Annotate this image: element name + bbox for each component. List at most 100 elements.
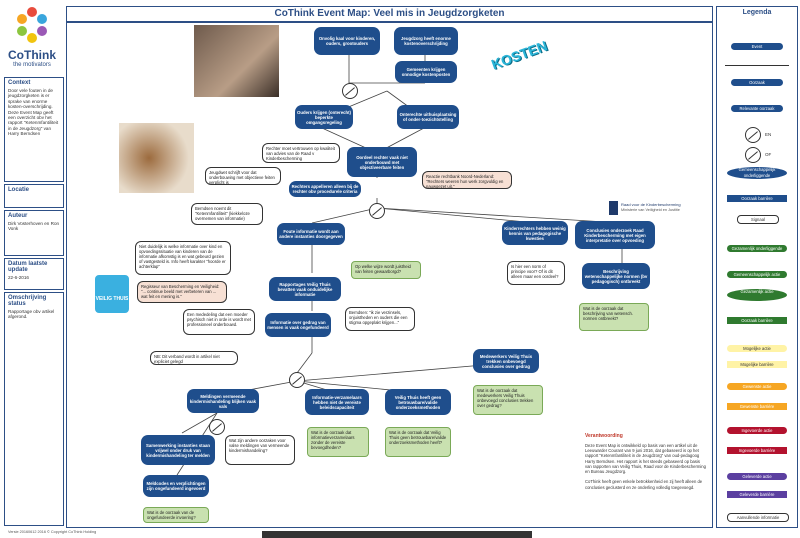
- raad-logo-text: Raad voor de Kinderbescherming: [621, 202, 681, 207]
- logo-tagline: the motivators: [13, 62, 51, 68]
- gavel-photo: [119, 123, 194, 193]
- page-title: CoThink Event Map: Veel mis in Jeugdzorg…: [66, 6, 713, 22]
- note-rechter-vertrouwen: Rechter moet vertrouwen op kwaliteit van…: [262, 143, 340, 163]
- legend-actie-barriere: Oorzaak barrière: [727, 317, 787, 324]
- legend-groene-oplossing: Gezamenlijk onderliggende: [727, 245, 787, 252]
- note-regisseur: Regisseur van Bescherming en Veiligheid:…: [137, 281, 227, 303]
- veilig-thuis-text: VEILIG THUIS: [95, 296, 129, 302]
- note-andere-oorzaken: Wat zijn andere oorzaken voor valse meld…: [225, 435, 295, 465]
- datum-panel: Datum laatste update 22-6-2016: [4, 258, 64, 290]
- legend-gewenste-actie: Gewenste actie: [727, 383, 787, 390]
- note-nb-verband: NB: Dit verband wordt in artikel niet ex…: [150, 351, 238, 365]
- event-onvolig-kaal: Onvolig kaal voor kinderen, ouders, groo…: [314, 27, 380, 55]
- raad-logo-sub: Ministerie van Veiligheid en Justitie: [621, 208, 680, 212]
- raad-logo: Raad voor de Kinderbescherming Ministeri…: [609, 201, 709, 219]
- logo-brand: CoThink: [8, 48, 56, 62]
- or-junction-bottom: [209, 419, 225, 435]
- status-text: Rapportage obv artikel afgerond.: [8, 309, 55, 320]
- cause-meldingen-vals: Meldingen vermeende kindermishandeling b…: [187, 389, 259, 413]
- event-kostenoverschrijding: Jeugdzorg heeft enorme kostenoverschrijd…: [394, 27, 458, 55]
- legend-of: OF: [765, 152, 772, 157]
- cause-meldcodes: Meldcodes en verplichtingen zijn ongefun…: [143, 475, 209, 497]
- logo-circles: [17, 7, 47, 43]
- datum-text: 22-6-2016: [8, 275, 29, 280]
- legend-ingevoerde-actie: Ingevoerde actie: [727, 427, 787, 434]
- cothink-logo: CoThink the motivators: [4, 4, 60, 74]
- cause-informatieverzamelaars: Informatie-verzamelaars hebben niet de v…: [305, 389, 369, 415]
- legend-and-icon: [745, 127, 761, 143]
- legend-aanvullende: Aanvullende informatie: [727, 513, 789, 522]
- event-gemeenten-kosten: Gemeenten krijgen onnodige kostenposten: [395, 61, 457, 83]
- question-beschrijving: Wat is de oorzaak dat beschrijving van w…: [579, 303, 649, 331]
- legend-panel: Legenda Event Oorzaak Relevante oorzaak …: [716, 6, 798, 528]
- event-map-canvas: KOSTEN Raad voor de Kinderbescherming Mi…: [66, 22, 713, 528]
- and-junction-low: [289, 372, 305, 388]
- raad-emblem-icon: [609, 201, 618, 215]
- locatie-title: Locatie: [8, 187, 30, 193]
- legend-gemeenschappelijk-actie: Gemeenschappelijk actie: [727, 271, 787, 278]
- bottom-scrollbar[interactable]: [262, 531, 532, 538]
- cause-foute-informatie: Foute informatie wordt aan andere instan…: [277, 223, 345, 245]
- legend-mogelijke-barriere: Mogelijke barrière: [727, 361, 787, 368]
- verantwoording-title: Verantwoording: [585, 433, 623, 439]
- legend-or-icon: [745, 147, 761, 163]
- note-mededeling: Een mededeling dat een moeder psychisch …: [183, 309, 255, 335]
- legend-geleverde-actie: Geleverde actie: [727, 473, 787, 480]
- note-jeugdwet: Jeugdwet schrijft voor dat onderbouwing …: [205, 167, 281, 185]
- legend-relevante: Relevante oorzaak: [731, 105, 783, 112]
- and-junction-mid: [369, 203, 385, 219]
- legend-gezamenlijk-actie: Gezamenlijk actie: [727, 289, 787, 301]
- note-kennis-norm: Is hier een norm of principe voor? Of is…: [507, 261, 565, 285]
- question-medewerkers: Wat is de oorzaak dat medewerkers Veilig…: [473, 385, 543, 415]
- question-vt-methoden: Wat is de oorzaak dat Veilig Thuis geen …: [385, 427, 451, 457]
- cause-uithuisplaatsing: Onterechte uithuisplaatsing of onder-toe…: [397, 105, 459, 129]
- context-panel: Context Door vele fouten in de jeugdzorg…: [4, 77, 64, 182]
- cause-samenwerking: Samenwerking instanties staan vrijwel on…: [141, 435, 215, 465]
- cause-oordeel-rechter: Oordeel rechter vaak niet onderbouwd met…: [347, 147, 417, 177]
- legend-signaal: Signaal: [737, 215, 779, 224]
- cause-info-gedrag: Informatie over gedrag van mensen is vaa…: [265, 313, 331, 337]
- question-juistheid: Op welke wijze wordt juistheid van feite…: [351, 261, 421, 279]
- kosten-word: KOSTEN: [489, 37, 550, 73]
- cause-medewerkers-vt: Medewerkers Veilig Thuis trekken onbevoe…: [473, 349, 539, 373]
- cause-conclusies-raad: Conclusies onderzoek Raad Kinderbescherm…: [575, 221, 655, 249]
- legend-geleverde-barriere: Geleverde barrière: [727, 491, 787, 498]
- context-text: Door vele fouten in de jeugdzorgketen is…: [8, 88, 59, 137]
- cause-rapportages-vt: Rapportages Veilig Thuis bevatten vaak o…: [269, 277, 341, 301]
- cause-omgangsregeling: Ouders krijgen (onterecht) beperkte omga…: [295, 105, 353, 129]
- note-reactie-rechtbank: Reactie rechtbank Noord-Nederland: "Rech…: [422, 171, 512, 189]
- note-berndsen-keten: Berndsen noemt dit "Ketenmfantiliteit" (…: [191, 203, 263, 225]
- or-junction-top: [342, 83, 358, 99]
- auteur-text: Dirk Vosterhoven en Ron Vonk: [8, 221, 60, 232]
- legend-gewenste-barriere: Gewenste barrière: [727, 403, 787, 410]
- auteur-title: Auteur: [8, 213, 28, 219]
- legend-oorzaak: Oorzaak: [731, 79, 783, 86]
- legend-en: EN: [765, 132, 772, 137]
- context-title: Context: [8, 80, 31, 86]
- footer-copyright: Versie 20160612 2016 © Copyright CoThink…: [8, 530, 97, 534]
- question-meldcodes: Wat is de oorzaak van de ongefundeerde i…: [143, 507, 209, 523]
- datum-title: Datum laatste update: [8, 261, 48, 273]
- cause-vt-geen-methoden: Veilig Thuis heeft geen betrouwbare/vali…: [385, 389, 451, 415]
- auteur-panel: Auteur Dirk Vosterhoven en Ron Vonk: [4, 210, 64, 256]
- verantwoording-text: Deze Event Map is ontwikkeld op basis va…: [585, 443, 706, 490]
- status-title: Omschrijving status: [8, 295, 47, 307]
- cause-beschrijving-normen: Beschrijving wetenschappelijke normen (b…: [582, 263, 650, 289]
- note-berndsen-verzinsels: Berndsen: "ik zie verzinsels, onjuisthed…: [345, 307, 415, 331]
- legend-gemeenschappelijk: Gemeenschappelijk onderliggende: [727, 167, 787, 179]
- cause-kinderrechters: Kinderrechters hebben weinig kennis van …: [502, 221, 568, 245]
- legend-line-divider: [725, 65, 789, 66]
- sad-girl-photo: [194, 25, 279, 97]
- legend-title: Legenda: [742, 9, 772, 16]
- locatie-panel: Locatie: [4, 184, 64, 208]
- legend-oorzaak-barriere: Oorzaak barrière: [727, 195, 787, 202]
- cause-rechters-appel: Rechters appelleren alleen bij de rechte…: [289, 181, 361, 197]
- veilig-thuis-logo: VEILIG THUIS: [95, 275, 129, 313]
- question-informatieverzamelaars: Wat is de oorzaak dat informatieverzamel…: [307, 427, 369, 457]
- legend-event: Event: [731, 43, 783, 50]
- status-panel: Omschrijving status Rapportage obv artik…: [4, 292, 64, 526]
- note-onduidelijk: Niet duidelijk is welke informatie over …: [135, 241, 231, 275]
- kosten-image: KOSTEN: [480, 33, 555, 93]
- legend-mogelijke-actie: Mogelijke actie: [727, 345, 787, 352]
- legend-ingevoerde-barriere: Ingevoerde barrière: [727, 447, 787, 454]
